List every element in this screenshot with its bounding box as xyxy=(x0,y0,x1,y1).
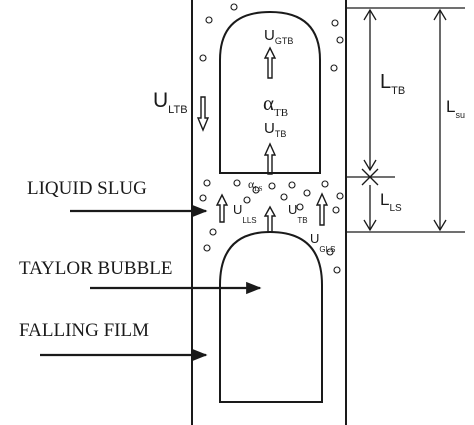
l-tb-arrow-top-icon xyxy=(363,8,377,21)
l-ls-crossing-tick-icon-2 xyxy=(361,168,379,186)
l-tb-symbol: LTB xyxy=(380,71,405,97)
u-ltb-arrow-icon xyxy=(196,96,210,132)
u-ltb-subscript: LTB xyxy=(168,104,187,116)
u-lls-subscript: LLS xyxy=(242,216,256,225)
u-gls-symbol: UGLS xyxy=(310,231,335,254)
u-gls-arrow-icon xyxy=(315,192,329,226)
alpha-ls-symbol: αLS xyxy=(248,177,263,193)
alpha-tb-subscript: TB xyxy=(274,107,288,119)
l-ls-arrow-bottom-icon xyxy=(363,219,377,232)
upper-taylor-bubble xyxy=(219,10,321,174)
u-gls-subscript: GLS xyxy=(319,245,335,254)
falling-film-label: FALLING FILM xyxy=(19,320,149,341)
u-gtb-subscript: GTB xyxy=(275,36,294,46)
l-su-symbol: Lsu xyxy=(446,97,465,120)
u-tb-lower-arrow-icon xyxy=(263,205,277,233)
l-su-arrow-bottom-icon xyxy=(433,219,447,232)
l-ls-symbol: LLS xyxy=(380,190,402,214)
u-tb-lower-symbol: UTB xyxy=(288,202,308,225)
dispersed-bubbles xyxy=(199,3,344,274)
l-tb-arrow-bottom-icon xyxy=(363,159,377,172)
u-lls-arrow-icon xyxy=(215,193,229,223)
u-ltb-symbol: ULTB xyxy=(153,89,188,116)
lower-taylor-bubble xyxy=(219,230,323,403)
l-su-subscript: su xyxy=(455,110,465,120)
alpha-tb-symbol: αTB xyxy=(263,91,288,119)
u-tb-lower-subscript: TB xyxy=(297,216,307,225)
u-tb-upper-symbol: UTB xyxy=(264,120,286,139)
u-gtb-symbol: UGTB xyxy=(264,27,293,46)
alpha-ls-subscript: LS xyxy=(254,185,262,193)
l-tb-subscript: TB xyxy=(391,85,405,97)
l-su-arrow-top-icon xyxy=(433,8,447,21)
u-lls-symbol: ULLS xyxy=(233,202,257,225)
u-tb-upper-arrow-icon xyxy=(263,142,277,175)
u-tb-upper-subscript: TB xyxy=(275,129,287,139)
taylor-bubble-label: TAYLOR BUBBLE xyxy=(19,258,172,279)
l-ls-subscript: LS xyxy=(389,203,402,214)
liquid-slug-label: LIQUID SLUG xyxy=(27,178,147,199)
u-gtb-arrow-icon xyxy=(263,46,277,79)
